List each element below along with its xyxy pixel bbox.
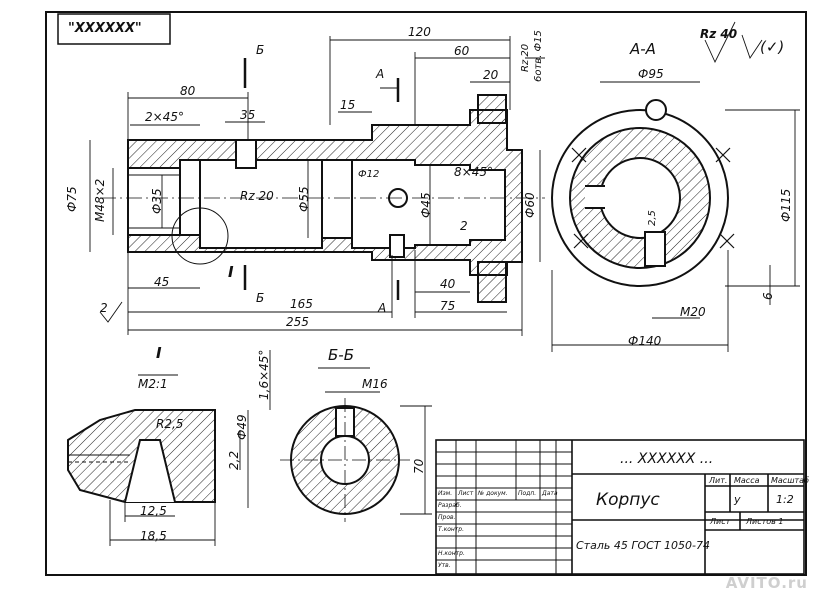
dim-2-5: 2,5 — [647, 210, 658, 226]
roughness-paren: (✓) — [760, 38, 785, 56]
cut-mark-b-top: Б — [256, 43, 265, 57]
thread-m48: M48×2 — [93, 178, 107, 222]
part-name: Корпус — [596, 490, 660, 510]
dim-2-2: 2,2 — [227, 450, 241, 470]
material: Сталь 45 ГОСТ 1050-74 — [576, 539, 710, 552]
tb-col-sign: Подп. — [518, 490, 537, 497]
dim-35: 35 — [240, 108, 256, 122]
dim-80: 80 — [180, 84, 196, 98]
section-bb-view — [280, 398, 410, 522]
main-section-view — [100, 94, 545, 303]
dim-165: 165 — [290, 297, 313, 311]
dim-70: 70 — [412, 458, 426, 474]
lit-value: у — [734, 493, 741, 506]
detail-i-dimensions — [109, 374, 241, 546]
dim-45: 45 — [154, 275, 170, 289]
dim-40: 40 — [440, 277, 456, 291]
dim-phi75: Ф75 — [65, 186, 79, 212]
tb-col-doc: № докум. — [478, 490, 508, 497]
cut-mark-a-bottom: А — [378, 301, 387, 315]
lit-header: Лит. — [709, 476, 728, 485]
section-bb-dimensions — [247, 350, 432, 515]
dim-15: 15 — [340, 98, 356, 112]
section-aa-dimensions — [551, 21, 800, 352]
main-dimensions — [89, 36, 545, 336]
dim-12-5: 12,5 — [140, 504, 167, 518]
title-block — [435, 439, 805, 575]
dim-120: 120 — [408, 25, 431, 39]
sink-holes: 6отв. Ф15 — [533, 30, 544, 82]
sheet-label: Лист — [710, 517, 731, 526]
dim-phi140: Ф140 — [628, 334, 662, 348]
section-aa-title: А-А — [630, 40, 656, 58]
mass-header: Масса — [734, 476, 760, 485]
tb-row-nkontr: Н.контр. — [438, 550, 465, 557]
tb-col-list: Лист — [458, 490, 474, 497]
tb-row-prov: Пров. — [438, 514, 456, 521]
detail-i-title: I — [156, 344, 162, 362]
tb-row-utv: Утв. — [438, 562, 451, 569]
roughness-rz20-b: Rz 20 — [520, 43, 531, 72]
dim-phi49: Ф49 — [235, 414, 249, 440]
dim-phi35: Ф35 — [150, 188, 164, 214]
dim-75: 75 — [440, 299, 456, 313]
dim-60: 60 — [454, 44, 470, 58]
tb-col-date: Дата — [542, 490, 558, 497]
dim-r25: R2,5 — [156, 417, 184, 431]
cut-mark-a-top: А — [376, 67, 385, 81]
detail-i-scale: М2:1 — [138, 377, 168, 391]
roughness-rz40: Rz 40 — [700, 27, 738, 41]
dim-20: 20 — [483, 68, 499, 82]
stamp-text: "XXXXXX" — [68, 21, 142, 36]
scale-value: 1:2 — [776, 493, 794, 506]
thread-m16: M16 — [362, 377, 388, 391]
dim-phi12: Ф12 — [358, 169, 380, 180]
roughness-rz20-a: Rz 20 — [240, 189, 274, 203]
dim-2: 2 — [460, 219, 468, 233]
tb-row-razrab: Разраб. — [438, 502, 462, 509]
dim-2-left: 2 — [100, 301, 108, 315]
sheets-label: Листов 1 — [746, 517, 784, 526]
dim-6: 6 — [761, 292, 775, 300]
cut-mark-b-bottom: Б — [256, 291, 265, 305]
dim-phi95: Ф95 — [638, 67, 664, 81]
dim-phi45: Ф45 — [419, 192, 433, 218]
chamfer-8x45: 8×45° — [454, 165, 493, 179]
tb-row-tkontr: Т.контр. — [438, 526, 465, 533]
title-code: ... XXXXXX ... — [620, 451, 714, 467]
scale-header: Масштаб — [771, 476, 810, 485]
dim-phi55: Ф55 — [297, 186, 311, 212]
dim-phi60: Ф60 — [523, 192, 537, 218]
section-bb-title: Б-Б — [328, 346, 354, 364]
detail-i-view — [67, 409, 216, 503]
dim-18-5: 18,5 — [140, 529, 167, 543]
dim-255: 255 — [286, 315, 309, 329]
detail-callout-i: I — [228, 263, 234, 281]
chamfer-2x45: 2×45° — [145, 110, 184, 124]
dim-phi115: Ф115 — [779, 188, 793, 222]
stamp-box — [57, 13, 171, 45]
watermark: AVITO.ru — [725, 574, 808, 592]
tb-col-izm: Изм. — [438, 490, 453, 497]
thread-m20: M20 — [680, 305, 706, 319]
section-aa-view — [551, 99, 735, 287]
sheet-frame — [45, 11, 807, 576]
chamfer-1-6x45: 1,6×45° — [257, 349, 271, 400]
